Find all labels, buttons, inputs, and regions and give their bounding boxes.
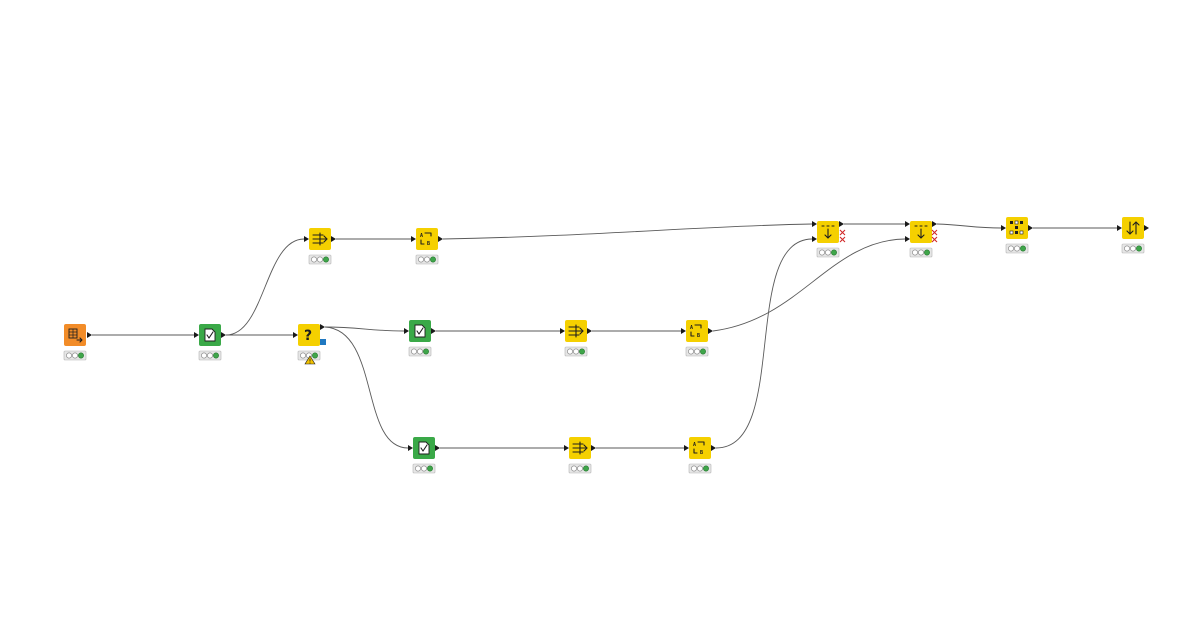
input-port[interactable] bbox=[194, 332, 199, 338]
status-traffic-light bbox=[685, 346, 709, 357]
flow-variable-port[interactable] bbox=[320, 339, 326, 345]
output-port[interactable] bbox=[87, 332, 92, 338]
status-traffic-light bbox=[412, 463, 436, 474]
output-port[interactable] bbox=[591, 445, 596, 451]
connections bbox=[92, 223, 1117, 449]
input-port[interactable] bbox=[411, 236, 416, 242]
input-port[interactable] bbox=[293, 332, 298, 338]
input-port[interactable] bbox=[681, 328, 686, 334]
svg-text:B: B bbox=[427, 241, 430, 247]
column-filter-icon bbox=[312, 232, 328, 246]
output-port[interactable] bbox=[320, 324, 325, 330]
output-port[interactable] bbox=[1144, 225, 1149, 231]
status-traffic-light bbox=[568, 463, 592, 474]
connection-rule-switch-to-row-filter-mid[interactable] bbox=[324, 326, 405, 332]
warning-icon[interactable] bbox=[304, 355, 316, 365]
column-rename-icon: A B bbox=[693, 441, 705, 456]
output-port[interactable] bbox=[839, 221, 844, 227]
output-port[interactable] bbox=[435, 445, 440, 451]
input-port-1[interactable] bbox=[812, 221, 817, 227]
node-column-rename-top[interactable]: A B bbox=[411, 228, 443, 265]
column-rename-icon: A B bbox=[420, 232, 432, 247]
svg-text:B: B bbox=[700, 450, 703, 456]
svg-text:B: B bbox=[697, 333, 700, 339]
node-body[interactable] bbox=[298, 324, 320, 346]
question-mark-icon: ? bbox=[304, 328, 312, 344]
concatenate-icon bbox=[821, 225, 835, 239]
node-column-filter-mid[interactable] bbox=[560, 320, 592, 357]
node-rule-switch[interactable]: ? bbox=[293, 324, 326, 365]
output-port[interactable] bbox=[331, 236, 336, 242]
column-filter-icon bbox=[572, 441, 588, 455]
output-port[interactable] bbox=[221, 332, 226, 338]
svg-text:A: A bbox=[690, 325, 693, 331]
table-arrow-icon bbox=[68, 328, 83, 343]
status-traffic-light bbox=[408, 346, 432, 357]
status-traffic-light bbox=[564, 346, 588, 357]
status-traffic-light bbox=[1121, 243, 1145, 254]
status-traffic-light bbox=[415, 254, 439, 265]
status-traffic-light bbox=[297, 350, 321, 361]
connection-column-rename-mid-to-concatenate-2[interactable] bbox=[712, 238, 906, 332]
node-column-rename-bottom[interactable]: A B bbox=[684, 437, 716, 474]
node-column-filter-top[interactable] bbox=[304, 228, 336, 265]
output-port[interactable] bbox=[932, 221, 937, 227]
connection-row-filter-main-to-column-filter-top[interactable] bbox=[225, 238, 305, 336]
input-port[interactable] bbox=[1001, 225, 1006, 231]
status-traffic-light bbox=[1005, 243, 1029, 254]
node-sorter[interactable] bbox=[1117, 217, 1149, 254]
input-port[interactable] bbox=[564, 445, 569, 451]
svg-text:A: A bbox=[693, 442, 696, 448]
connection-column-rename-bottom-to-concatenate-1[interactable] bbox=[715, 238, 813, 449]
input-port[interactable] bbox=[684, 445, 689, 451]
status-traffic-light bbox=[909, 247, 933, 258]
input-port[interactable] bbox=[404, 328, 409, 334]
status-traffic-light bbox=[816, 247, 840, 258]
optional-port-marker bbox=[839, 229, 846, 243]
input-port[interactable] bbox=[304, 236, 309, 242]
svg-text:A: A bbox=[420, 233, 423, 239]
node-column-resorter[interactable] bbox=[1001, 217, 1033, 254]
output-port[interactable] bbox=[587, 328, 592, 334]
concatenate-icon bbox=[914, 225, 928, 239]
status-traffic-light bbox=[198, 350, 222, 361]
status-traffic-light bbox=[308, 254, 332, 265]
node-row-filter-mid[interactable] bbox=[404, 320, 436, 357]
node-row-filter-main[interactable] bbox=[194, 324, 226, 361]
connection-column-rename-top-to-concatenate-1[interactable] bbox=[442, 223, 813, 240]
output-port[interactable] bbox=[1028, 225, 1033, 231]
node-body[interactable] bbox=[1122, 217, 1144, 239]
node-column-filter-bottom[interactable] bbox=[564, 437, 596, 474]
input-port-2[interactable] bbox=[905, 236, 910, 242]
output-port[interactable] bbox=[438, 236, 443, 242]
input-port[interactable] bbox=[560, 328, 565, 334]
optional-port-marker bbox=[931, 229, 938, 243]
status-traffic-light bbox=[63, 350, 87, 361]
node-concatenate-1[interactable] bbox=[812, 221, 846, 258]
input-port-2[interactable] bbox=[812, 236, 817, 242]
node-row-filter-bottom[interactable] bbox=[408, 437, 440, 474]
connection-concatenate-2-to-column-resorter[interactable] bbox=[936, 223, 1002, 229]
input-port-1[interactable] bbox=[905, 221, 910, 227]
connection-rule-switch-to-row-filter-bottom[interactable] bbox=[324, 326, 409, 449]
output-port[interactable] bbox=[708, 328, 713, 334]
status-traffic-light bbox=[688, 463, 712, 474]
input-port[interactable] bbox=[408, 445, 413, 451]
node-table-creator[interactable] bbox=[63, 324, 92, 361]
column-rename-icon: A B bbox=[690, 324, 702, 339]
document-check-icon bbox=[418, 441, 430, 455]
output-port[interactable] bbox=[431, 328, 436, 334]
node-concatenate-2[interactable] bbox=[905, 221, 938, 258]
output-port[interactable] bbox=[711, 445, 716, 451]
node-column-rename-mid[interactable]: A B bbox=[681, 320, 713, 357]
document-check-icon bbox=[204, 328, 216, 342]
column-filter-icon bbox=[568, 324, 584, 338]
input-port[interactable] bbox=[1117, 225, 1122, 231]
document-check-icon bbox=[414, 324, 426, 338]
grid-reorder-icon bbox=[1009, 220, 1024, 235]
sort-arrows-icon bbox=[1126, 221, 1140, 235]
